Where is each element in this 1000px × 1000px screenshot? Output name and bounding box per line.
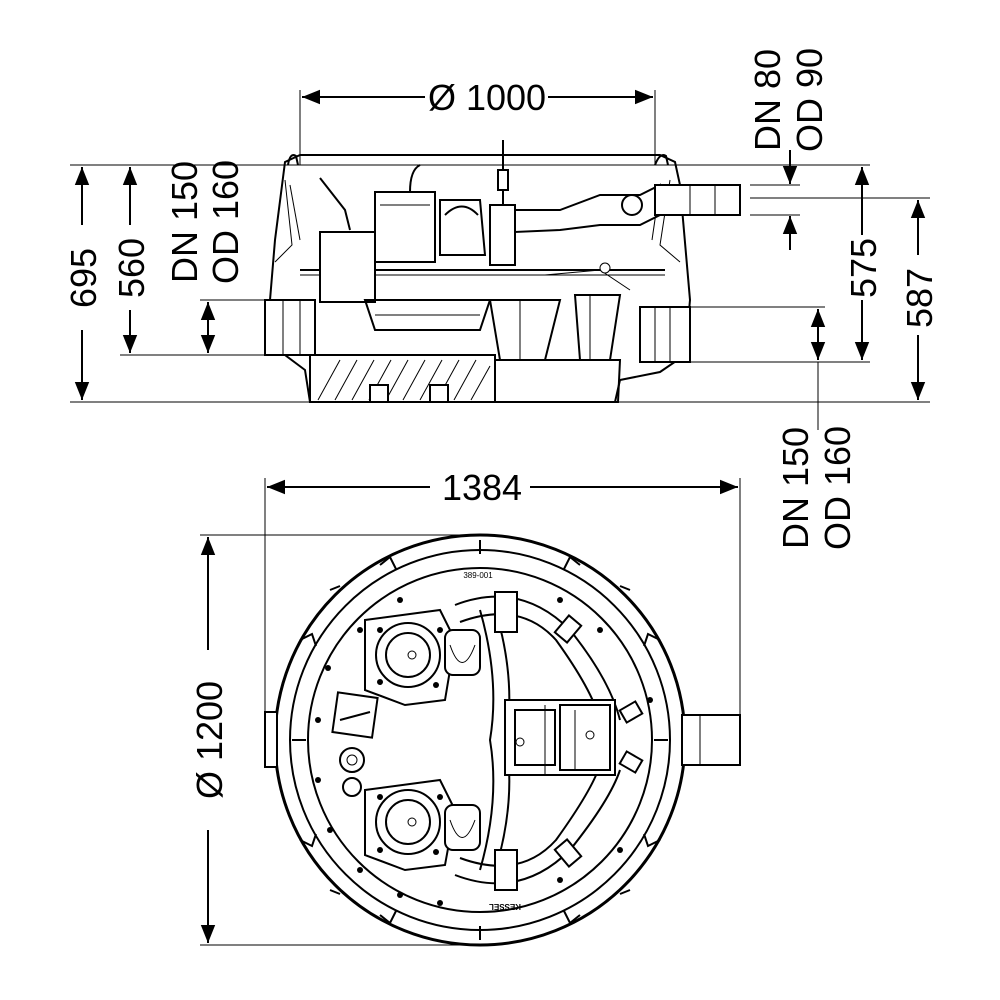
dim-label-top-od: OD 90 bbox=[789, 48, 830, 152]
dim-label-left-od: OD 160 bbox=[205, 160, 246, 284]
dimension-560: 560 bbox=[111, 167, 152, 353]
dim-label-top-dn: DN 80 bbox=[747, 49, 788, 151]
dim-label-right-od: OD 160 bbox=[817, 426, 858, 550]
part-number-label: 389-001 bbox=[463, 571, 493, 580]
dim-label-1200: Ø 1200 bbox=[189, 681, 230, 799]
dimension-1200: Ø 1200 bbox=[189, 534, 500, 946]
dimension-587: 587 bbox=[899, 200, 940, 400]
dimension-right-pipe: DN 150 OD 160 bbox=[775, 309, 858, 550]
dimension-diameter-1000: Ø 1000 bbox=[299, 77, 656, 165]
dim-label-587: 587 bbox=[899, 268, 940, 328]
dim-label-right-dn: DN 150 bbox=[775, 427, 816, 549]
dim-label-1000: Ø 1000 bbox=[428, 77, 546, 118]
dimension-575: 575 bbox=[843, 167, 884, 360]
dimension-695: 695 bbox=[63, 167, 104, 400]
dim-label-575: 575 bbox=[843, 238, 884, 298]
dim-label-left-dn: DN 150 bbox=[164, 161, 205, 283]
top-view: 1384 Ø 1200 bbox=[189, 467, 741, 947]
brand-label: KESSEL bbox=[489, 902, 521, 911]
tank-side-body bbox=[264, 140, 741, 403]
dim-label-695: 695 bbox=[63, 248, 104, 308]
pump-upper bbox=[364, 608, 481, 707]
dimension-left-pipe: DN 150 OD 160 bbox=[164, 160, 246, 353]
pump-lower bbox=[364, 778, 481, 872]
dimension-top-pipe: DN 80 OD 90 bbox=[747, 48, 830, 250]
dim-label-560: 560 bbox=[111, 238, 152, 298]
tank-top-body: 389-001 KESSEL bbox=[264, 533, 741, 947]
dimension-1384: 1384 bbox=[264, 467, 741, 725]
control-unit bbox=[504, 699, 616, 776]
side-view: Ø 1000 695 560 DN 150 OD 160 bbox=[63, 48, 940, 550]
dim-label-1384: 1384 bbox=[442, 467, 522, 508]
